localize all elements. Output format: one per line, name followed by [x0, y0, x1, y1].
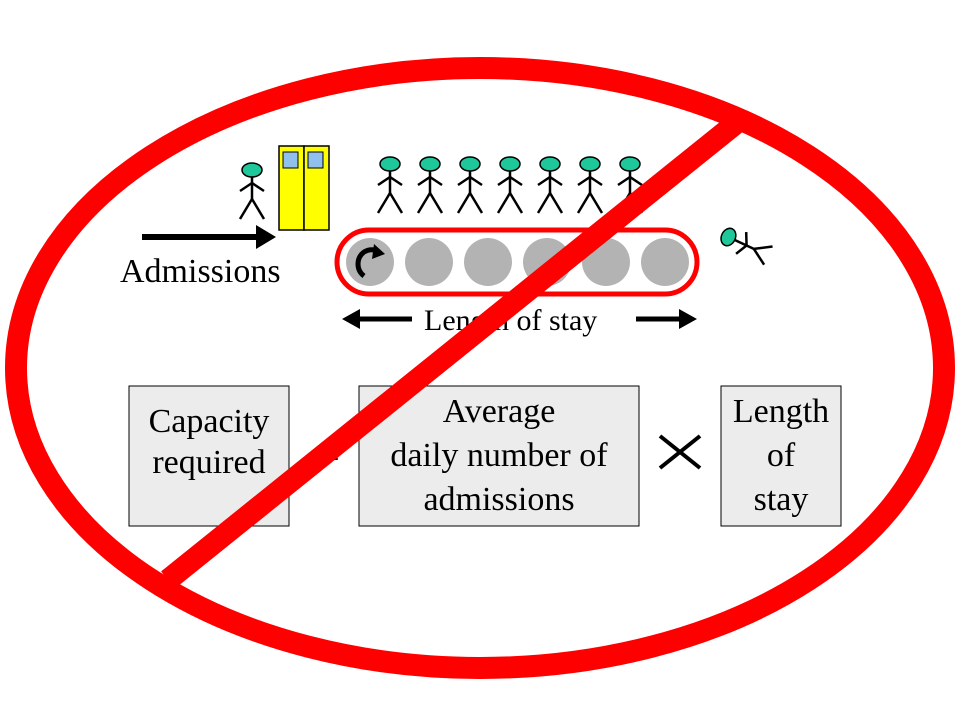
admissions-arrowhead	[256, 225, 276, 249]
length-of-stay-arrowhead-right	[679, 309, 697, 329]
length-box	[720, 385, 842, 527]
admissions-formula-text: Average daily number of admissions	[359, 390, 639, 523]
bed-slot	[405, 238, 453, 286]
waiting-patient-figure	[536, 156, 564, 214]
length-line-1: Length	[732, 393, 830, 430]
capacity-line-2: required	[152, 443, 266, 481]
waiting-patient-figure	[456, 156, 484, 214]
length-line-3: stay	[753, 481, 809, 519]
admissions-line-1: Average	[442, 393, 556, 430]
patient-icon	[238, 162, 266, 220]
entering-patient-figure	[238, 162, 266, 220]
length-line-2: of	[766, 437, 796, 475]
door-icon	[278, 145, 330, 231]
length-text: Length of stay	[721, 390, 841, 523]
waiting-patient-figure	[496, 156, 524, 214]
admissions-line-2: daily number of	[390, 437, 608, 475]
bed-slot	[346, 238, 394, 286]
waiting-patients	[376, 156, 644, 214]
waiting-patient-figure	[376, 156, 404, 214]
admissions-label: Admissions	[120, 253, 281, 290]
bed-slot	[464, 238, 512, 286]
times-icon	[658, 434, 702, 470]
prohibition-icon	[5, 57, 955, 679]
discharged-patient-icon	[720, 227, 773, 266]
bed-slot	[641, 238, 689, 286]
admissions-box	[358, 385, 640, 527]
refresh-icon	[355, 244, 385, 278]
waiting-patient-figure	[416, 156, 444, 214]
capacity-line-1: Capacity	[148, 403, 270, 440]
waiting-patient-figure	[576, 156, 604, 214]
length-of-stay-arrowhead-left	[342, 309, 360, 329]
capacity-text: Capacity required	[129, 402, 289, 484]
admissions-line-3: admissions	[423, 481, 575, 519]
